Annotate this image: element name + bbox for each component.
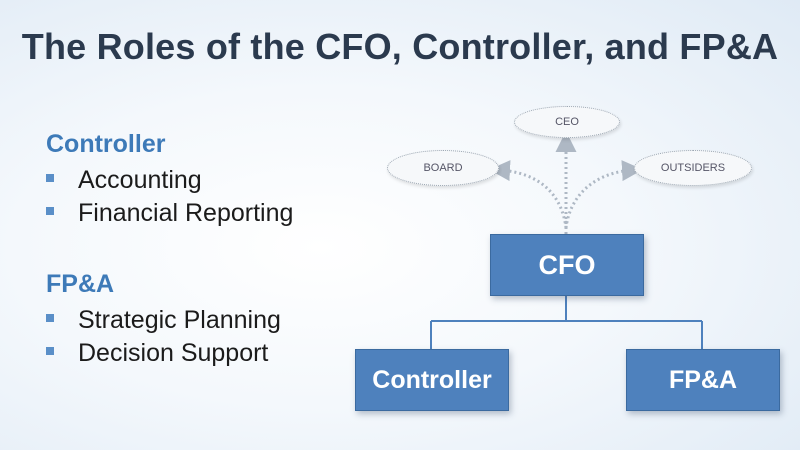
bullet-decision-support: Decision Support [46, 339, 268, 368]
bullet-marker [46, 314, 54, 323]
bullet-text: Strategic Planning [78, 306, 281, 334]
bullet-text: Financial Reporting [78, 199, 294, 227]
bullet-strategic-planning: Strategic Planning [46, 306, 281, 335]
node-ceo: CEO [514, 106, 620, 138]
node-outsiders: OUTSIDERS [634, 150, 752, 186]
bullet-marker [46, 207, 54, 216]
node-cfo: CFO [490, 234, 644, 296]
node-fpa: FP&A [626, 349, 780, 411]
bullet-text: Accounting [78, 166, 202, 194]
bullet-financial-reporting: Financial Reporting [46, 199, 293, 228]
bullet-marker [46, 174, 54, 183]
arrow-to-board [489, 160, 568, 229]
node-board: BOARD [387, 150, 499, 186]
org-line-cfo-children [430, 296, 703, 349]
bullet-text: Decision Support [78, 339, 269, 367]
node-controller: Controller [355, 349, 509, 411]
slide-title: The Roles of the CFO, Controller, and FP… [21, 26, 779, 67]
bullet-accounting: Accounting [46, 166, 202, 195]
bullet-marker [46, 347, 54, 356]
section-heading-controller: Controller [46, 130, 166, 158]
section-heading-fpa: FP&A [46, 270, 115, 298]
arrow-to-outsiders [564, 160, 643, 229]
